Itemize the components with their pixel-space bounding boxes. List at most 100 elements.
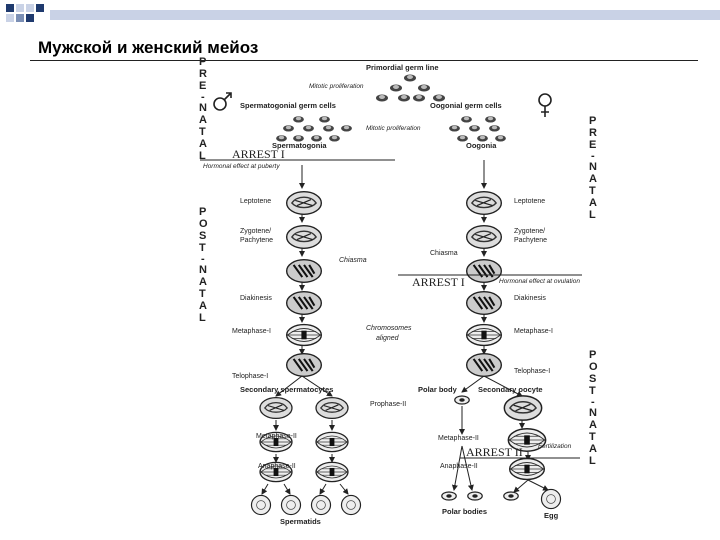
deco-square	[16, 4, 24, 12]
leptotene-left-label: Leptotene	[240, 198, 271, 205]
svg-text:-: -	[201, 91, 205, 103]
telophase1-left-label: Telophase-I	[232, 373, 268, 380]
svg-text:N: N	[199, 102, 207, 114]
prenatal-label-left: P R E - N A T A L	[199, 56, 207, 162]
hormonal-ovulation-label: Hormonal effect at ovulation	[499, 278, 580, 285]
prenatal-label-right: P R E - N A T A L	[589, 115, 597, 221]
primordial-germ-line-label: Primordial germ line	[366, 63, 439, 72]
metaphase1-left-label: Metaphase-I	[232, 328, 271, 335]
male-metaphase1-cell	[285, 323, 323, 347]
zygotene-right-label: Zygotene/	[514, 228, 545, 235]
svg-text:R: R	[589, 127, 597, 139]
male-secondary-cell-b	[315, 396, 349, 420]
spermatids-label: Spermatids	[280, 517, 321, 526]
svg-text:A: A	[589, 197, 597, 209]
spermatid-d	[340, 494, 362, 516]
slide-title: Мужской и женский мейоз	[38, 38, 259, 57]
svg-text:A: A	[199, 300, 207, 312]
male-chiasma-cell	[285, 258, 323, 284]
metaphase1-right-label: Metaphase-I	[514, 328, 553, 335]
svg-text:E: E	[199, 80, 206, 92]
deco-square	[36, 4, 44, 12]
egg-label: Egg	[544, 511, 559, 520]
male-anaphase2-cell-b	[315, 461, 349, 483]
polar-body-cell	[454, 395, 470, 405]
postnatal-label-right: P O S T - N A T A L	[589, 349, 598, 467]
oogonia-label: Oogonia	[466, 141, 497, 150]
svg-text:T: T	[589, 385, 596, 397]
svg-text:A: A	[589, 173, 597, 185]
metaphase2-left-label: Metaphase-II	[256, 433, 297, 440]
svg-text:S: S	[589, 373, 596, 385]
female-telophase1-cell	[465, 352, 503, 378]
prophase2-label: Prophase-II	[370, 401, 406, 408]
oogonial-germ-cells-label: Oogonial germ cells	[430, 101, 502, 110]
male-diakinesis-cell	[285, 290, 323, 316]
svg-text:-: -	[591, 396, 595, 408]
diakinesis-left-label: Diakinesis	[240, 295, 272, 302]
polar-body-label: Polar body	[418, 385, 458, 394]
pachytene-left-label: Pachytene	[240, 237, 273, 244]
anaphase2-right-label: Anaphase-II	[440, 463, 478, 470]
svg-text:R: R	[199, 68, 207, 80]
svg-text:O: O	[589, 361, 598, 373]
svg-text:O: O	[199, 218, 208, 230]
svg-text:L: L	[199, 312, 206, 324]
female-chiasma-cell	[465, 258, 503, 284]
deco-square	[6, 4, 14, 12]
svg-text:T: T	[589, 185, 596, 197]
spermatid-c	[310, 494, 332, 516]
spermatogonia-label: Spermatogonia	[272, 141, 327, 150]
svg-text:T: T	[589, 431, 596, 443]
polar-body-small-b	[467, 491, 483, 501]
pachytene-right-label: Pachytene	[514, 237, 547, 244]
female-metaphase1-cell	[465, 323, 503, 347]
svg-text:L: L	[199, 150, 206, 162]
male-telophase1-cell	[285, 352, 323, 378]
svg-text:A: A	[199, 276, 207, 288]
svg-text:-: -	[201, 253, 205, 265]
svg-text:T: T	[199, 242, 206, 254]
svg-text:N: N	[589, 161, 597, 173]
spermatid-b	[280, 494, 302, 516]
svg-text:A: A	[199, 114, 207, 126]
svg-text:N: N	[199, 264, 207, 276]
chiasma-left-label: Chiasma	[339, 257, 367, 264]
secondary-oocyte-label: Secondary oocyte	[478, 385, 543, 394]
svg-text:E: E	[589, 139, 596, 151]
chiasma-right-label: Chiasma	[430, 250, 458, 257]
arrest-one-right-label: ARREST I	[412, 275, 465, 289]
postnatal-label-left: P O S T - N A T A L	[199, 206, 208, 324]
female-leptotene-cell	[465, 190, 503, 216]
female-symbol-icon	[538, 93, 552, 117]
egg-cell	[540, 488, 562, 510]
spermatogonia-cluster	[276, 116, 352, 142]
secondary-spermatocytes-label: Secondary spermatocytes	[240, 385, 333, 394]
svg-text:-: -	[591, 150, 595, 162]
deco-square	[16, 14, 24, 22]
deco-square	[6, 14, 14, 22]
secondary-oocyte-cell	[503, 395, 543, 421]
male-zygotene-cell	[285, 224, 323, 250]
svg-text:L: L	[589, 455, 596, 467]
svg-text:P: P	[199, 206, 206, 218]
flow-arrows	[261, 160, 549, 495]
deco-bar	[50, 10, 720, 20]
spermatogonial-germ-cells-label: Spermatogonial germ cells	[240, 101, 336, 110]
male-symbol-icon	[213, 92, 232, 111]
fertilization-label: Fertilization	[538, 443, 572, 450]
male-leptotene-cell	[285, 190, 323, 216]
svg-text:T: T	[199, 126, 206, 138]
mitotic-proliferation-mid-label: Mitotic proliferation	[366, 125, 421, 132]
polar-bodies-label: Polar bodies	[442, 507, 487, 516]
deco-square	[26, 4, 34, 12]
polar-body-small-a	[441, 491, 457, 501]
aligned-label: aligned	[376, 335, 400, 342]
svg-text:L: L	[589, 209, 596, 221]
polar-body-small-c	[503, 491, 519, 501]
title-underline	[30, 60, 698, 61]
telophase1-right-label: Telophase-I	[514, 368, 550, 375]
svg-text:P: P	[589, 349, 596, 361]
hormonal-puberty-label: Hormonal effect at puberty	[203, 163, 280, 170]
oogonia-cluster	[449, 116, 506, 142]
